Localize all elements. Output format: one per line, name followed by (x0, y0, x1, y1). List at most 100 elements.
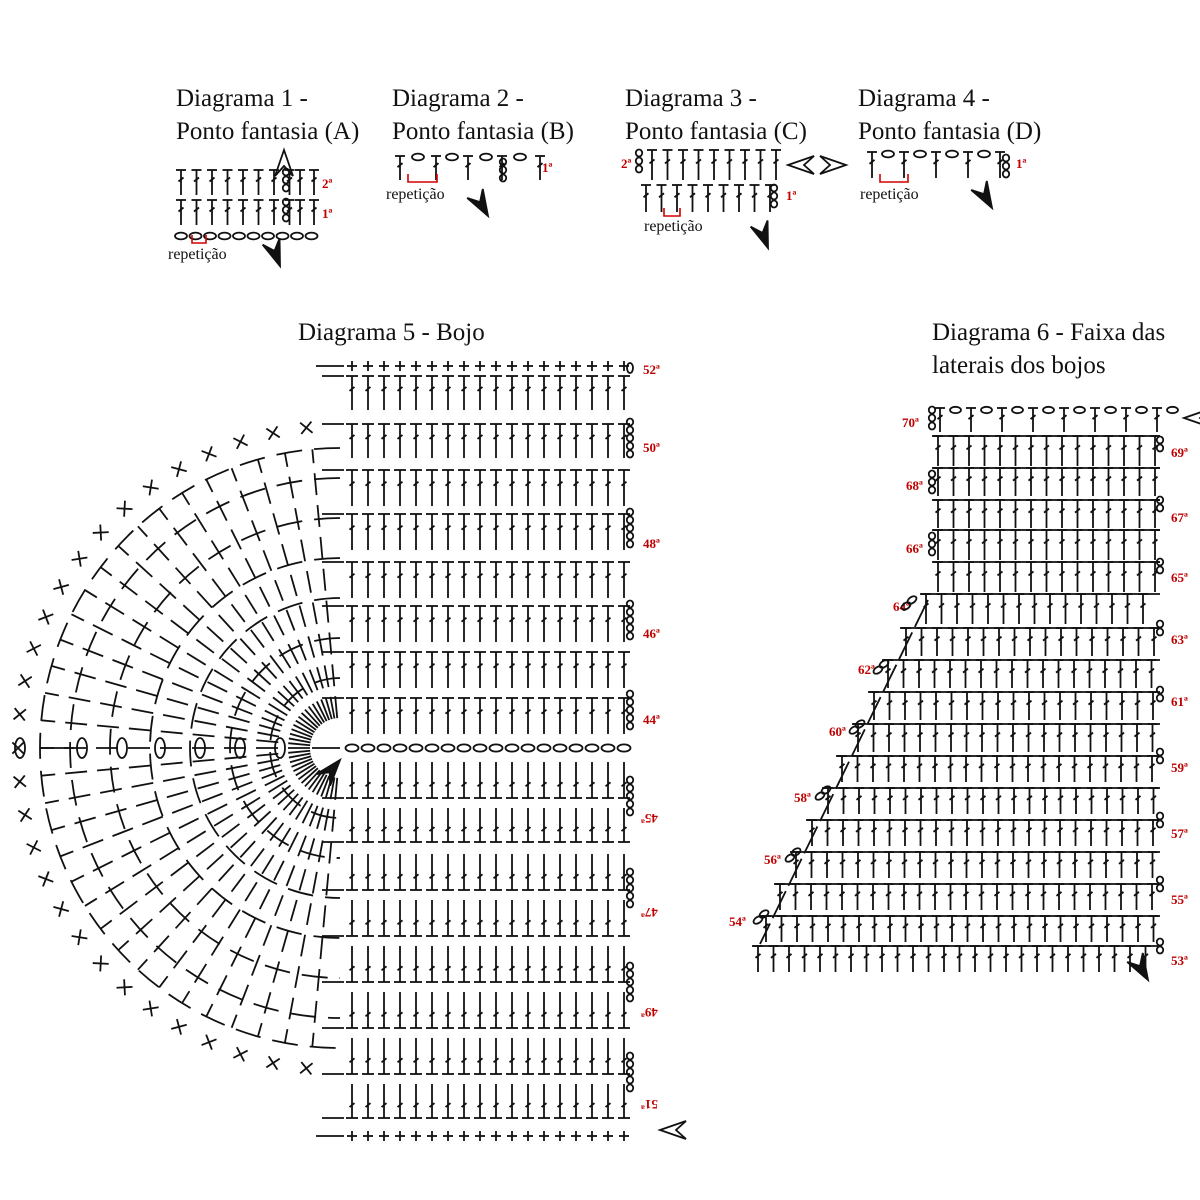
stitch-symbol (1057, 562, 1067, 592)
stitch-symbol (1101, 884, 1111, 910)
stitch-symbol (822, 852, 832, 878)
start-arrow-icon (1127, 953, 1156, 985)
stitch-symbol (1072, 628, 1082, 656)
stitch-symbol (1102, 788, 1112, 814)
chain-symbol (1157, 629, 1163, 636)
chain-symbol (1157, 621, 1163, 628)
stitch-symbol (1133, 820, 1143, 846)
stitch-symbol (885, 820, 895, 846)
stitch-symbol (1121, 408, 1131, 432)
stitch-symbol (915, 852, 925, 878)
stitch-symbol (1048, 946, 1058, 972)
stitch-symbol (1054, 884, 1064, 910)
stitch-symbol (930, 884, 940, 910)
stitch-symbol (1086, 724, 1096, 752)
stitch-symbol (822, 884, 832, 910)
stitch-symbol (1116, 884, 1126, 910)
stitch-symbol (992, 884, 1002, 910)
stitch-symbol (1119, 530, 1129, 560)
stitch-symbol (932, 628, 942, 656)
stitch-symbol (915, 724, 925, 752)
stitch-symbol (1071, 692, 1081, 720)
stitch-symbol (1026, 562, 1036, 592)
stitch-symbol (1135, 436, 1145, 466)
stitch-symbol (961, 884, 971, 910)
stitch-symbol (964, 530, 974, 560)
stitch-symbol (1085, 884, 1095, 910)
stitch-symbol (1094, 946, 1104, 972)
stitch-symbol (1152, 408, 1162, 432)
stitch-symbol (978, 692, 988, 720)
stitch-symbol (962, 820, 972, 846)
stitch-symbol (924, 946, 934, 972)
stitch-symbol (1039, 884, 1049, 910)
chain-symbol (929, 533, 935, 540)
stitch-symbol (1116, 660, 1126, 688)
chain-symbol (929, 479, 935, 486)
stitch-symbol (908, 946, 918, 972)
stitch-symbol (997, 408, 1007, 432)
stitch-symbol (838, 852, 848, 878)
stitch-symbol (899, 884, 909, 910)
stitch-symbol (1026, 468, 1036, 496)
chain-symbol (929, 471, 935, 478)
stitch-symbol (1101, 852, 1111, 878)
stitch-symbol (980, 436, 990, 466)
stitch-symbol (1119, 436, 1129, 466)
stitch-symbol (968, 594, 978, 624)
stitch-symbol (1102, 820, 1112, 846)
stitch-symbol (962, 724, 972, 752)
stitch-symbol (900, 852, 910, 878)
stitch-symbol (1090, 408, 1100, 432)
stitch-symbol (862, 946, 872, 972)
stitch-symbol (884, 852, 894, 878)
stitch-symbol (853, 756, 863, 782)
stitch-symbol (946, 756, 956, 782)
stitch-symbol (853, 884, 863, 910)
stitch-symbol (838, 820, 848, 846)
stitch-symbol (1069, 660, 1079, 688)
stitch-symbol (869, 820, 879, 846)
stitch-symbol (1001, 946, 1011, 972)
stitch-symbol (1133, 692, 1143, 720)
chain-symbol (981, 407, 992, 413)
stitch-symbol (1071, 916, 1081, 942)
stitch-symbol (1149, 916, 1159, 942)
stitch-symbol (1135, 562, 1145, 592)
stitch-symbol (808, 916, 818, 942)
stitch-symbol (980, 530, 990, 560)
stitch-symbol (964, 468, 974, 496)
stitch-symbol (963, 628, 973, 656)
stitch-symbol (1110, 946, 1120, 972)
stitch-symbol (1042, 500, 1052, 528)
stitch-symbol (1026, 436, 1036, 466)
chain-symbol (1157, 567, 1163, 574)
stitch-symbol (1008, 724, 1018, 752)
stitch-symbol (1023, 884, 1033, 910)
stitch-symbol (1042, 562, 1052, 592)
chain-symbol (900, 601, 912, 612)
stitch-symbol (868, 756, 878, 782)
stitch-symbol (946, 852, 956, 878)
chain-symbol (1012, 407, 1023, 413)
stitch-symbol (1107, 594, 1117, 624)
chain-symbol (1074, 407, 1085, 413)
stitch-symbol (1149, 788, 1159, 814)
stitch-symbol (1092, 594, 1102, 624)
stitch-symbol (854, 916, 864, 942)
stitch-symbol (962, 852, 972, 878)
stitch-symbol (839, 916, 849, 942)
stitch-symbol (979, 628, 989, 656)
stitch-symbol (947, 820, 957, 846)
stitch-symbol (1032, 946, 1042, 972)
stitch-symbol (917, 628, 927, 656)
stitch-symbol (753, 946, 763, 972)
chain-symbol (1157, 695, 1163, 702)
stitch-symbol (1088, 468, 1098, 496)
stitch-symbol (846, 946, 856, 972)
stitch-symbol (900, 724, 910, 752)
stitch-symbol (853, 852, 863, 878)
chain-symbol (929, 549, 935, 556)
stitch-symbol (949, 468, 959, 496)
